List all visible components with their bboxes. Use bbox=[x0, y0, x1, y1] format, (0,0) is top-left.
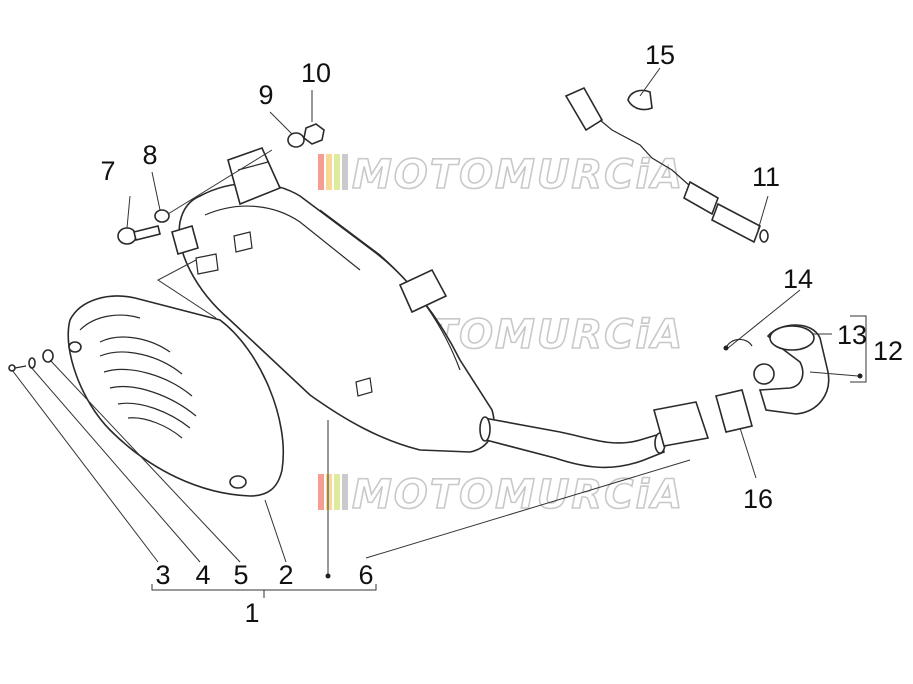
callout-12: 12 bbox=[873, 336, 903, 366]
elbow-gasket bbox=[758, 324, 830, 415]
callout-6: 6 bbox=[358, 560, 373, 590]
cable-clip bbox=[627, 89, 653, 111]
callout-4: 4 bbox=[195, 560, 210, 590]
muffler-body bbox=[171, 147, 495, 453]
callout-5: 5 bbox=[233, 560, 248, 590]
watermark-text: MOTOMURCiA bbox=[352, 472, 684, 518]
callout-15: 15 bbox=[645, 40, 675, 70]
lambda-sensor bbox=[564, 86, 769, 244]
heat-shield-vents bbox=[99, 336, 197, 439]
callout-7: 7 bbox=[100, 156, 115, 186]
watermark-bottom: MOTOMURCiA bbox=[318, 471, 684, 519]
bolt-and-washer bbox=[117, 209, 170, 245]
callout-14: 14 bbox=[783, 264, 813, 294]
callout-16: 16 bbox=[743, 484, 773, 514]
pipe-clamp bbox=[652, 389, 753, 447]
callout-2: 2 bbox=[278, 560, 293, 590]
callout-11: 11 bbox=[752, 162, 780, 192]
callout-8: 8 bbox=[142, 140, 157, 170]
heat-shield bbox=[67, 295, 284, 497]
leader-lines bbox=[11, 67, 867, 598]
exhaust-pipe bbox=[479, 416, 666, 469]
callout-1: 1 bbox=[244, 598, 259, 628]
watermark-text: MOTOMURCiA bbox=[352, 152, 684, 198]
callout-10: 10 bbox=[301, 58, 331, 88]
heat-shield-fasteners bbox=[8, 349, 54, 372]
washer-and-nut bbox=[287, 123, 325, 148]
gasket-ring bbox=[725, 338, 775, 385]
callout-13: 13 bbox=[837, 320, 867, 350]
watermark-top: MOTOMURCiA bbox=[318, 151, 684, 199]
callout-9: 9 bbox=[258, 80, 273, 110]
callout-3: 3 bbox=[155, 560, 170, 590]
callout-numbers: 1 2 3 4 5 6 7 8 9 10 11 12 13 14 15 16 bbox=[100, 40, 903, 628]
